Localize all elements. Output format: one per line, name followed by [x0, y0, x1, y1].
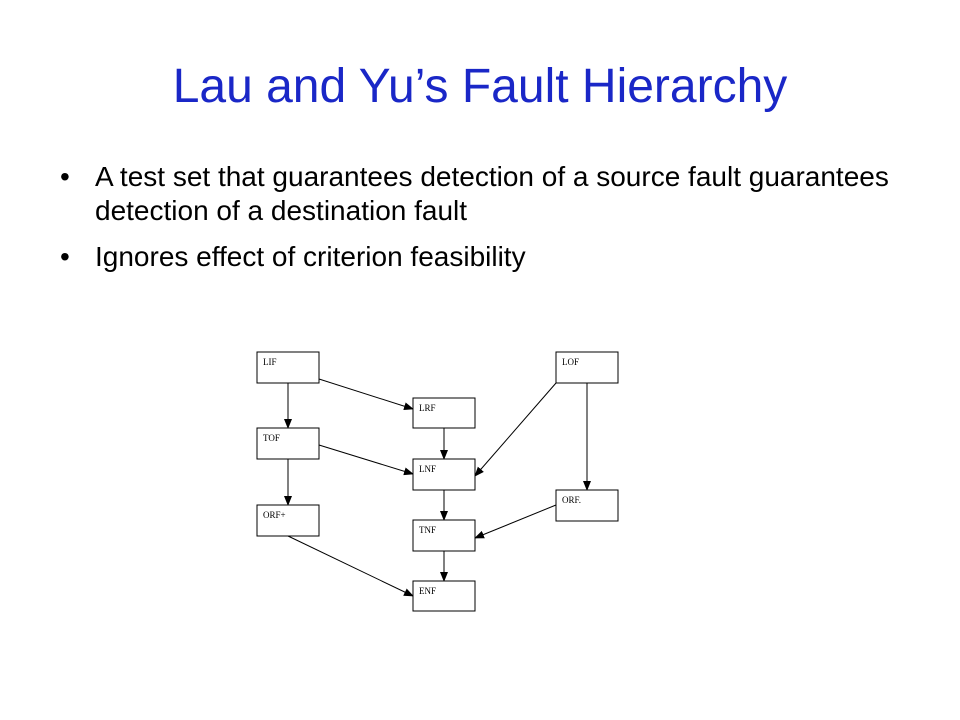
bullet-item: • A test set that guarantees detection o…	[60, 160, 910, 228]
edge-tof-to-lnf	[318, 444, 414, 476]
bullet-item: • Ignores effect of criterion feasibilit…	[60, 240, 910, 274]
node-tnf: TNF	[412, 519, 476, 552]
bullet-icon: •	[60, 241, 70, 272]
node-lnf: LNF	[412, 458, 476, 491]
node-label: LNF	[419, 464, 436, 474]
node-box	[555, 489, 619, 522]
bullet-text: Ignores effect of criterion feasibility	[95, 241, 526, 272]
node-label: ORF+	[263, 510, 286, 520]
edge-lof-to-lnf	[474, 382, 557, 477]
node-label: ENF	[419, 586, 436, 596]
node-label: ORF.	[562, 495, 581, 505]
bullet-icon: •	[60, 161, 70, 192]
node-label: LOF	[562, 357, 579, 367]
bullet-list: • A test set that guarantees detection o…	[60, 160, 910, 286]
node-label: TNF	[419, 525, 436, 535]
node-box	[256, 504, 320, 537]
node-orf-dot: ORF.	[555, 489, 619, 522]
node-box	[256, 351, 320, 384]
nodes-layer: LIF LOF LRF TOF LNF ORF. ORF+ TNF ENF	[256, 351, 619, 612]
edge-orf-plus-to-enf	[287, 535, 414, 597]
edge-orf-dot-to-tnf	[474, 504, 557, 539]
node-box	[412, 458, 476, 491]
node-orf-plus: ORF+	[256, 504, 320, 537]
node-tof: TOF	[256, 427, 320, 460]
node-box	[256, 427, 320, 460]
node-box	[412, 397, 476, 429]
node-box	[412, 580, 476, 612]
bullet-text: A test set that guarantees detection of …	[95, 161, 889, 226]
slide-title: Lau and Yu’s Fault Hierarchy	[172, 60, 788, 113]
node-label: LIF	[263, 357, 277, 367]
node-label: LRF	[419, 403, 436, 413]
edges-layer	[284, 378, 591, 597]
node-lrf: LRF	[412, 397, 476, 429]
node-label: TOF	[263, 433, 280, 443]
node-box	[412, 519, 476, 552]
node-enf: ENF	[412, 580, 476, 612]
node-lof: LOF	[555, 351, 619, 384]
node-box	[555, 351, 619, 384]
edge-lif-to-lrf	[318, 378, 414, 411]
node-lif: LIF	[256, 351, 320, 384]
